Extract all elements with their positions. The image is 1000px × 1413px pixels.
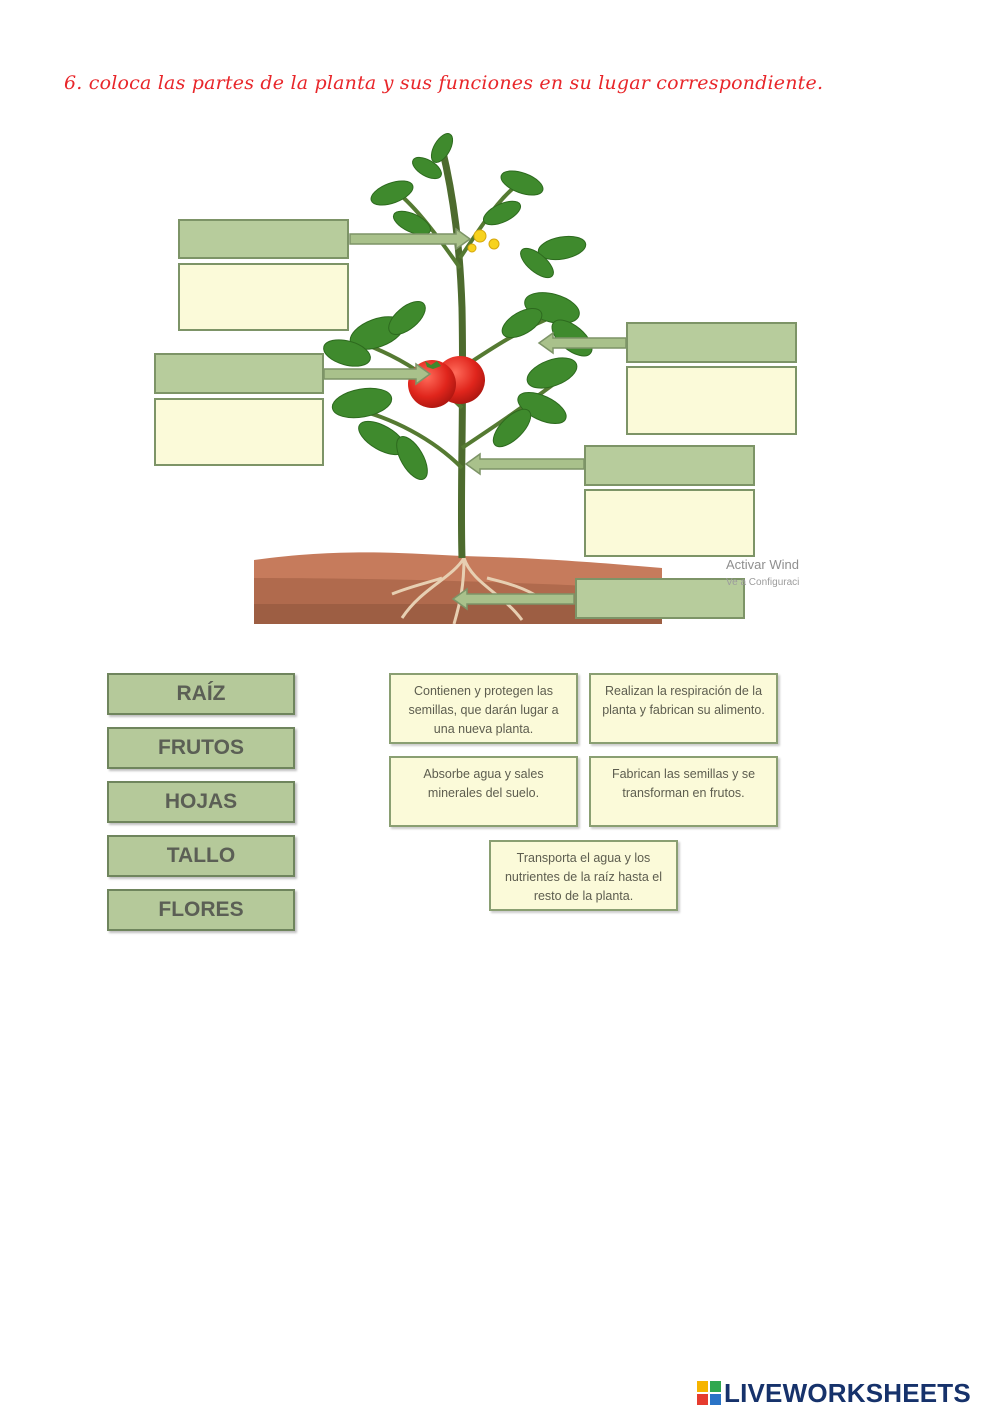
liveworksheets-logo: LIVEWORKSHEETS [697,1378,971,1408]
drop-zone-label-root[interactable] [575,578,745,619]
instruction-text: 6. coloca las partes de la planta y sus … [64,72,824,94]
function-card-fruits[interactable]: Contienen y protegen las semillas, que d… [389,673,578,744]
drop-zone-label-flowers[interactable] [178,219,349,259]
plant-diagram-image [254,133,662,624]
part-card-raiz[interactable]: RAÍZ [107,673,295,715]
liveworksheets-logo-icon [697,1381,721,1405]
brand-name: LIVEWORKSHEETS [724,1377,971,1408]
settings-watermark: Ve a Configuraci [726,577,800,588]
drop-zone-label-leaves[interactable] [626,322,797,363]
part-card-flores[interactable]: FLORES [107,889,295,931]
activate-windows-watermark: Activar Wind [726,557,799,572]
drop-zone-function-leaves[interactable] [626,366,797,435]
drop-zone-label-stem[interactable] [584,445,755,486]
part-card-frutos[interactable]: FRUTOS [107,727,295,769]
part-card-hojas[interactable]: HOJAS [107,781,295,823]
drop-zone-function-stem[interactable] [584,489,755,557]
part-card-tallo[interactable]: TALLO [107,835,295,877]
drop-zone-function-fruits[interactable] [154,398,324,466]
function-card-root[interactable]: Absorbe agua y sales minerales del suelo… [389,756,578,827]
function-card-flowers[interactable]: Fabrican las semillas y se transforman e… [589,756,778,827]
drop-zone-function-flowers[interactable] [178,263,349,331]
function-card-stem[interactable]: Transporta el agua y los nutrientes de l… [489,840,678,911]
drop-zone-label-fruits[interactable] [154,353,324,394]
function-card-leaves[interactable]: Realizan la respiración de la planta y f… [589,673,778,744]
